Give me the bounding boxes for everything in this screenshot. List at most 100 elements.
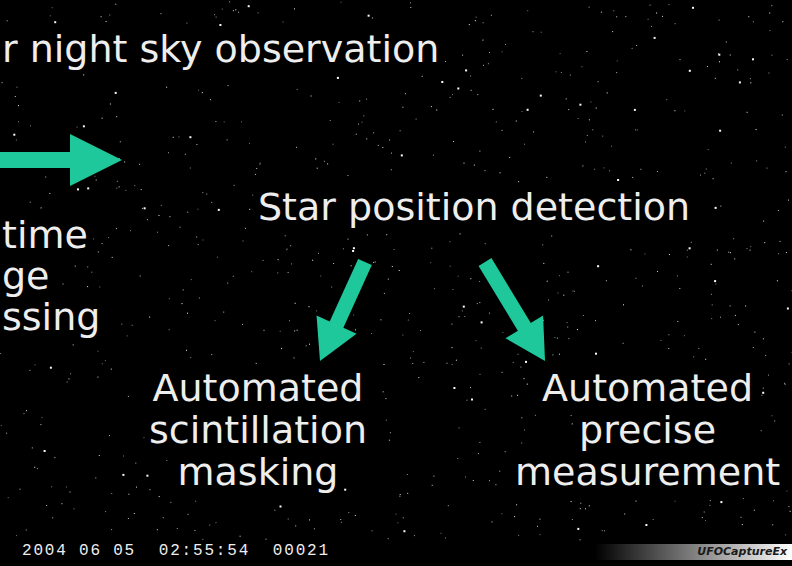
star (589, 119, 590, 120)
star (766, 168, 767, 169)
star (589, 7, 590, 8)
star (128, 494, 129, 495)
star (785, 534, 786, 535)
star (386, 420, 387, 421)
star (127, 396, 129, 397)
star (756, 160, 757, 161)
star (136, 487, 137, 488)
star (140, 276, 141, 277)
star (469, 24, 470, 25)
star (464, 163, 465, 164)
star (45, 177, 46, 178)
star (479, 442, 480, 443)
star (372, 18, 373, 19)
star (654, 37, 656, 39)
star (341, 522, 342, 523)
star (567, 327, 568, 328)
star (285, 235, 286, 236)
star (168, 245, 169, 246)
star (574, 291, 575, 292)
star (223, 312, 224, 313)
star (489, 313, 490, 314)
star (715, 78, 716, 79)
star (42, 417, 43, 418)
star (632, 48, 633, 49)
star (238, 12, 239, 13)
star (533, 131, 534, 132)
star (518, 354, 519, 355)
star (611, 146, 612, 147)
star (355, 515, 356, 516)
star (448, 505, 449, 506)
star (291, 263, 292, 264)
star (730, 305, 731, 306)
star (547, 281, 548, 282)
star (582, 165, 583, 166)
star (464, 316, 465, 317)
star (157, 232, 158, 233)
star (166, 460, 167, 461)
star (711, 318, 712, 319)
star (182, 303, 183, 304)
star (309, 344, 310, 345)
star (666, 99, 667, 100)
node-text: Star position detection (258, 186, 690, 228)
star (198, 244, 199, 245)
star (347, 175, 348, 176)
star (543, 263, 544, 264)
star (577, 528, 579, 530)
star (256, 168, 257, 169)
star (110, 104, 111, 105)
node-text: Automated precise measurement (515, 367, 780, 493)
star (477, 303, 478, 304)
star (102, 363, 103, 364)
star (242, 324, 243, 325)
star (763, 338, 764, 339)
star (195, 501, 196, 502)
star (458, 276, 459, 277)
star (568, 338, 569, 339)
star (459, 316, 460, 317)
star (46, 505, 47, 506)
star (482, 40, 483, 41)
star (119, 186, 120, 187)
star (488, 63, 489, 65)
star (32, 447, 33, 448)
star (587, 135, 588, 136)
star (555, 71, 556, 72)
star (719, 130, 721, 132)
star (505, 451, 506, 452)
star (75, 266, 76, 267)
star (772, 415, 773, 416)
star (264, 330, 265, 331)
star (602, 530, 603, 531)
star (764, 242, 765, 243)
star (470, 76, 471, 77)
star (788, 506, 789, 507)
star (539, 519, 540, 520)
star (441, 533, 442, 534)
star (568, 272, 569, 273)
star (432, 485, 433, 486)
star (477, 94, 478, 95)
star (0, 353, 1, 354)
star (149, 489, 150, 490)
star (578, 118, 579, 119)
star (505, 44, 506, 45)
star (294, 357, 295, 358)
star (20, 489, 21, 490)
star (684, 335, 685, 336)
star (558, 293, 559, 294)
star (115, 92, 117, 94)
star (215, 121, 216, 122)
star (70, 373, 71, 374)
star (309, 306, 310, 307)
star (219, 24, 221, 26)
star (572, 423, 573, 424)
star (169, 216, 170, 217)
star (687, 257, 688, 258)
star (218, 209, 220, 211)
star (453, 141, 454, 142)
star (527, 109, 529, 111)
star (199, 298, 200, 299)
